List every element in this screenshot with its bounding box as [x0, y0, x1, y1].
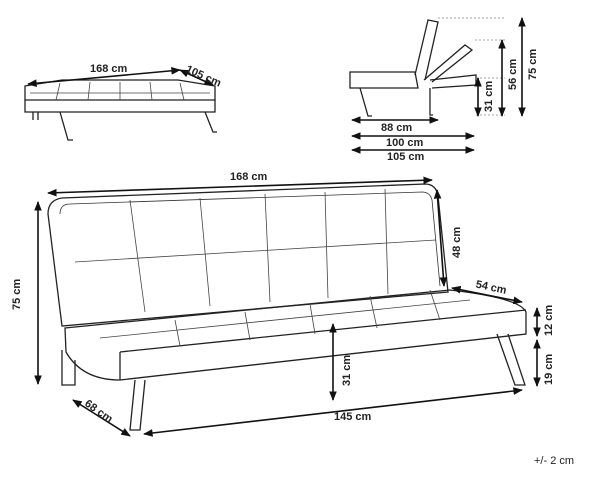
main-cushion-dimension: 12 cm [533, 305, 555, 337]
main-depth-dimension: 54 cm [451, 279, 523, 305]
tolerance-note: +/- 2 cm [534, 455, 574, 467]
main-total-height-label: 75 cm [11, 279, 23, 310]
side-seat-depth-label: 88 cm [381, 122, 412, 134]
main-width-dimension: 168 cm [47, 171, 433, 197]
main-inner-width: 145 cm [143, 387, 523, 437]
main-leg-label: 19 cm [543, 354, 555, 385]
main-leg-dimension: 19 cm [533, 339, 555, 387]
main-arm-depth: 68 cm [72, 398, 131, 437]
side-total-height: 75 cm [518, 17, 539, 117]
side-depth-105: 105 cm [351, 146, 475, 163]
side-back-height: 56 cm [498, 39, 519, 117]
side-view [349, 17, 505, 117]
main-seat-height: 31 cm [329, 323, 353, 401]
flat-depth-label: 105 cm [184, 63, 223, 89]
side-seat-height-label: 31 cm [483, 81, 495, 112]
side-depth-105-label: 105 cm [387, 151, 425, 163]
main-back-height-label: 48 cm [451, 227, 463, 258]
flat-depth-dimension: 105 cm [179, 63, 223, 90]
main-arm-depth-label: 68 cm [82, 398, 115, 426]
main-inner-width-label: 145 cm [334, 411, 372, 423]
side-seat-height: 31 cm [474, 77, 495, 117]
side-seat-depth: 88 cm [351, 116, 439, 134]
side-depth-100: 100 cm [351, 132, 475, 149]
main-total-height: 75 cm [11, 201, 42, 385]
main-back-height: 48 cm [433, 189, 463, 287]
side-total-height-label: 75 cm [527, 49, 539, 80]
main-cushion-label: 12 cm [543, 305, 555, 336]
side-back-height-label: 56 cm [507, 59, 519, 90]
side-depth-100-label: 100 cm [386, 137, 424, 149]
main-width-label: 168 cm [230, 171, 268, 183]
main-seat-height-label: 31 cm [341, 355, 353, 386]
flat-bed-view [24, 79, 217, 141]
main-sofa [47, 183, 527, 431]
flat-width-dimension: 168 cm [27, 63, 181, 88]
flat-width-label: 168 cm [90, 63, 128, 75]
